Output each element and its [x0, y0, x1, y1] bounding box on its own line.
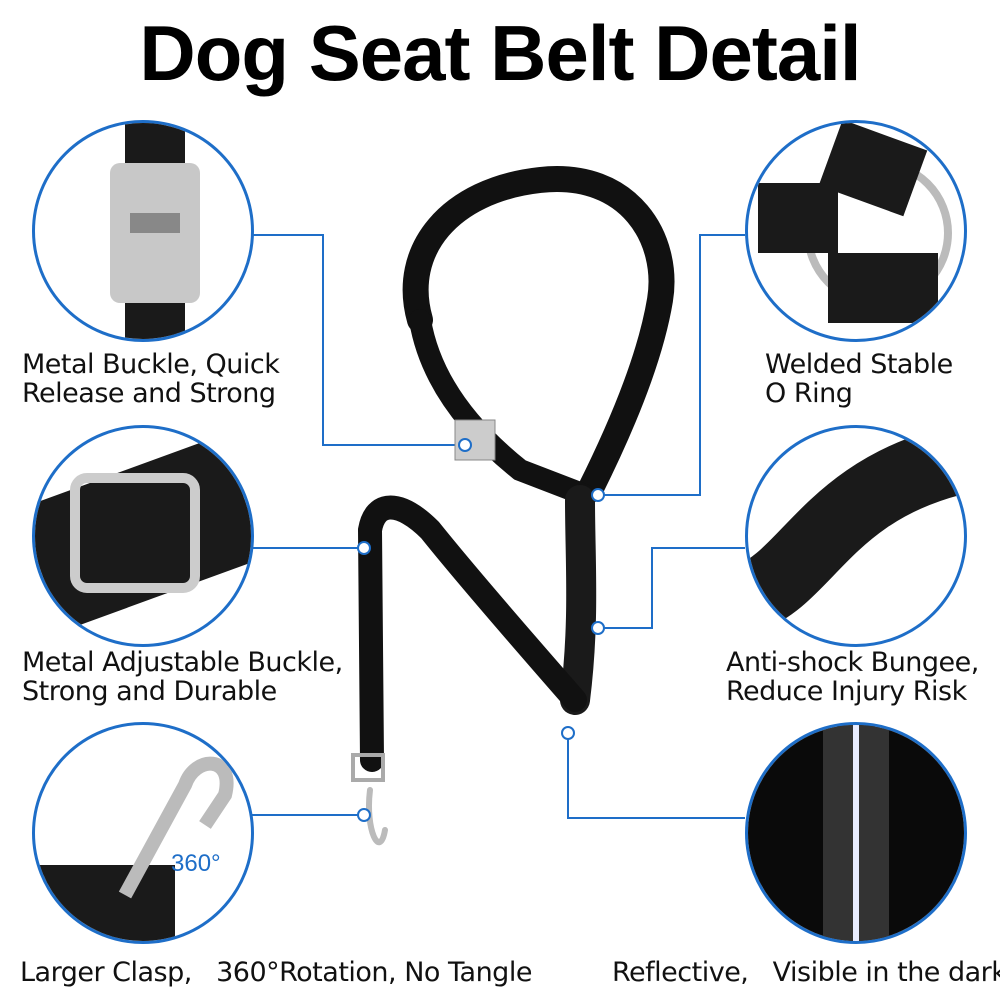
- leash: [351, 166, 675, 846]
- rotation-label: 360°: [171, 850, 221, 877]
- reflective-detail-image: [745, 722, 967, 944]
- caption-clasp: Larger Clasp, 360°Rotation, No Tangle: [20, 957, 532, 988]
- metal-buckle-detail-image: [32, 120, 254, 342]
- caption-adjustable-buckle: Metal Adjustable Buckle,Strong and Durab…: [22, 647, 343, 707]
- page-title: Dog Seat Belt Detail: [139, 9, 861, 97]
- caption-bungee: Anti-shock Bungee,Reduce Injury Risk: [726, 647, 979, 707]
- caption-reflective: Reflective, Visible in the dark: [612, 957, 1000, 988]
- o-ring-detail-image: [745, 120, 967, 342]
- connector-lines: [250, 234, 745, 819]
- bungee-detail-image: [745, 425, 967, 647]
- clasp-detail-image: 360°: [32, 722, 254, 944]
- callout-dots: [357, 438, 605, 822]
- adjustable-buckle-detail-image: [32, 425, 254, 647]
